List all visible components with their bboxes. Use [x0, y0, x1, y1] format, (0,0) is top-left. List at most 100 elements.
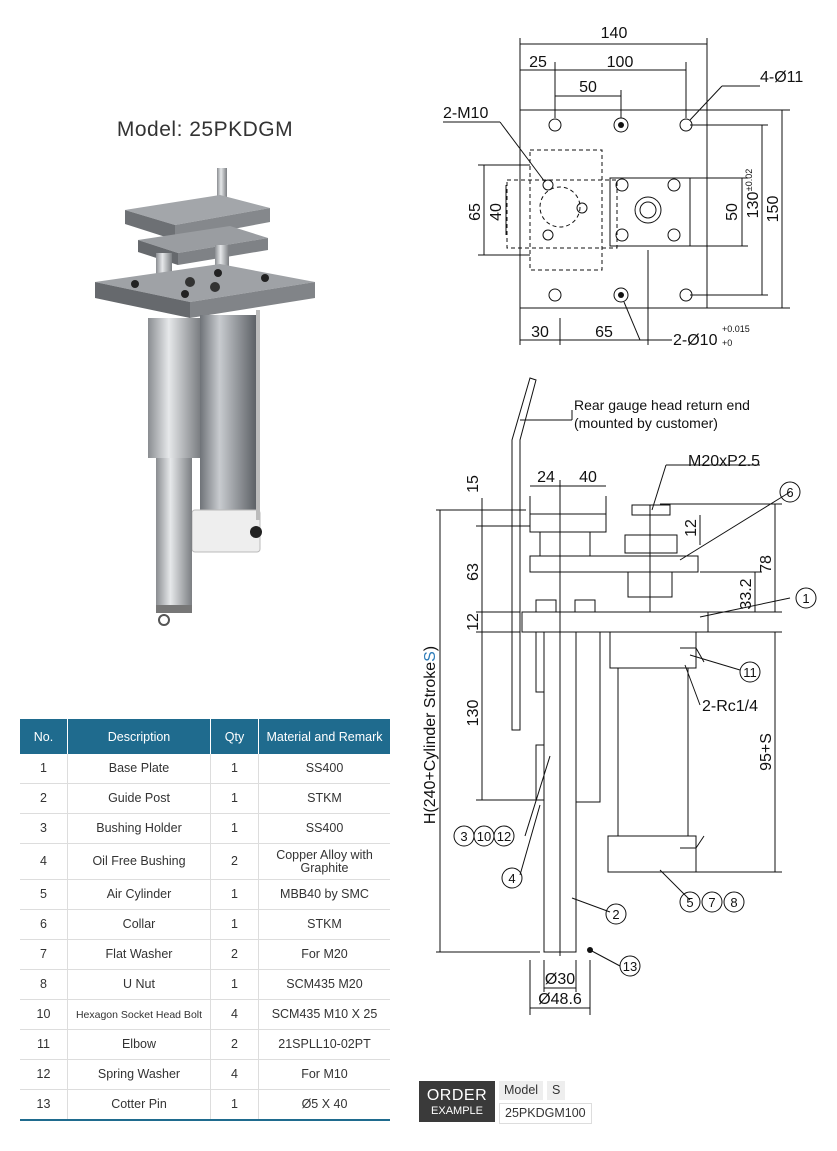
thread-spec: 2-M10	[443, 105, 488, 122]
cell-no: 5	[20, 879, 68, 910]
col-header-description: Description	[67, 719, 211, 754]
dim-12-right: 12	[683, 519, 700, 537]
balloon-7: 7	[708, 895, 715, 910]
cell-remark: SS400	[258, 813, 390, 844]
balloon-3: 3	[460, 829, 467, 844]
dim-65-bottom: 65	[595, 324, 613, 341]
cell-desc: Bushing Holder	[67, 813, 211, 844]
overall-height-close: )	[422, 646, 439, 651]
order-example-cells: Model S 25PKDGM100	[499, 1081, 592, 1127]
cell-remark: Copper Alloy with Graphite	[258, 843, 390, 880]
cell-qty: 1	[210, 969, 259, 1000]
dim-40-left: 40	[488, 203, 505, 221]
cell-remark: For M10	[258, 1059, 390, 1090]
hole-spec: 4-Ø11	[760, 69, 803, 86]
dim-100: 100	[607, 54, 634, 71]
balloon-11: 11	[743, 665, 757, 680]
order-label-small: EXAMPLE	[431, 1104, 483, 1117]
dim-33-2: 33.2	[738, 578, 755, 609]
cell-no: 8	[20, 969, 68, 1000]
cell-qty: 1	[210, 783, 259, 814]
dia-30: Ø30	[545, 971, 575, 988]
cell-no: 2	[20, 783, 68, 814]
dim-30: 30	[531, 324, 549, 341]
dim-130-side: 130	[465, 700, 482, 727]
note-line-1: Rear gauge head return end	[574, 397, 750, 413]
dim-25: 25	[529, 54, 547, 71]
order-label-big: ORDER	[426, 1086, 488, 1104]
cell-desc: Oil Free Bushing	[67, 843, 211, 880]
balloon-4: 4	[508, 871, 515, 886]
cell-desc: Collar	[67, 909, 211, 940]
dim-150: 150	[765, 196, 782, 223]
balloon-13: 13	[623, 959, 637, 974]
cell-remark: SS400	[258, 754, 390, 784]
cell-qty: 2	[210, 1029, 259, 1060]
dim-50-right: 50	[724, 203, 741, 221]
dim-24: 24	[537, 469, 555, 486]
order-example: ORDER EXAMPLE Model S 25PKDGM100	[419, 1081, 592, 1127]
cell-desc: U Nut	[67, 969, 211, 1000]
product-image	[95, 168, 315, 626]
dim-15: 15	[465, 475, 482, 493]
cell-remark: 21SPLL10-02PT	[258, 1029, 390, 1060]
dim-65-left: 65	[467, 203, 484, 221]
cell-remark: Ø5 X 40	[258, 1089, 390, 1121]
col-header-remark: Material and Remark	[258, 719, 390, 754]
col-header-qty: Qty	[210, 719, 259, 754]
cell-desc: Base Plate	[67, 754, 211, 784]
cell-desc: Guide Post	[67, 783, 211, 814]
cell-qty: 1	[210, 909, 259, 940]
dim-50-top: 50	[579, 79, 597, 96]
overall-height-text: H(240+Cylinder Stroke	[422, 662, 439, 824]
balloon-8: 8	[730, 895, 737, 910]
cell-desc: Cotter Pin	[67, 1089, 211, 1121]
cell-no: 3	[20, 813, 68, 844]
cell-qty: 2	[210, 939, 259, 970]
balloon-2: 2	[612, 907, 619, 922]
cell-remark: SCM435 M20	[258, 969, 390, 1000]
balloon-6: 6	[786, 485, 793, 500]
pin-hole-spec: 2-Ø10	[673, 332, 718, 349]
balloon-5: 5	[686, 895, 693, 910]
cell-qty: 1	[210, 879, 259, 910]
balloon-10: 10	[477, 829, 491, 844]
order-value: 25PKDGM100	[499, 1103, 592, 1124]
parts-table: No. Description Qty Material and Remark …	[20, 719, 390, 1121]
overall-height-s: S	[422, 651, 439, 662]
cell-remark: STKM	[258, 783, 390, 814]
cell-desc: Air Cylinder	[67, 879, 211, 910]
dim-95-s: 95+S	[758, 733, 775, 771]
dim-78: 78	[758, 555, 775, 573]
order-col-model: Model	[499, 1081, 544, 1100]
cell-no: 11	[20, 1029, 68, 1060]
cell-remark: SCM435 M10 X 25	[258, 999, 390, 1030]
cell-desc: Flat Washer	[67, 939, 211, 970]
note-line-2: (mounted by customer)	[574, 415, 718, 431]
pin-tol-upper: +0.015	[722, 324, 750, 334]
table-header-row: No. Description Qty Material and Remark	[20, 719, 390, 754]
cell-qty: 1	[210, 754, 259, 784]
technical-drawing: 140 25 100 50 4-Ø11 2-M10 65 40 50 130 ±…	[422, 25, 817, 1015]
order-example-label: ORDER EXAMPLE	[419, 1081, 495, 1122]
model-title: Model: 25PKDGM	[116, 118, 294, 141]
cell-no: 6	[20, 909, 68, 940]
overall-height: H(240+Cylinder StrokeS)	[422, 646, 439, 824]
pin-tol-lower: +0	[722, 338, 732, 348]
dia-48-6: Ø48.6	[538, 991, 582, 1008]
cell-qty: 4	[210, 1059, 259, 1090]
thread-m20: M20xP2.5	[688, 453, 760, 470]
cell-qty: 4	[210, 999, 259, 1030]
cell-no: 13	[20, 1089, 68, 1121]
cell-qty: 2	[210, 843, 259, 880]
